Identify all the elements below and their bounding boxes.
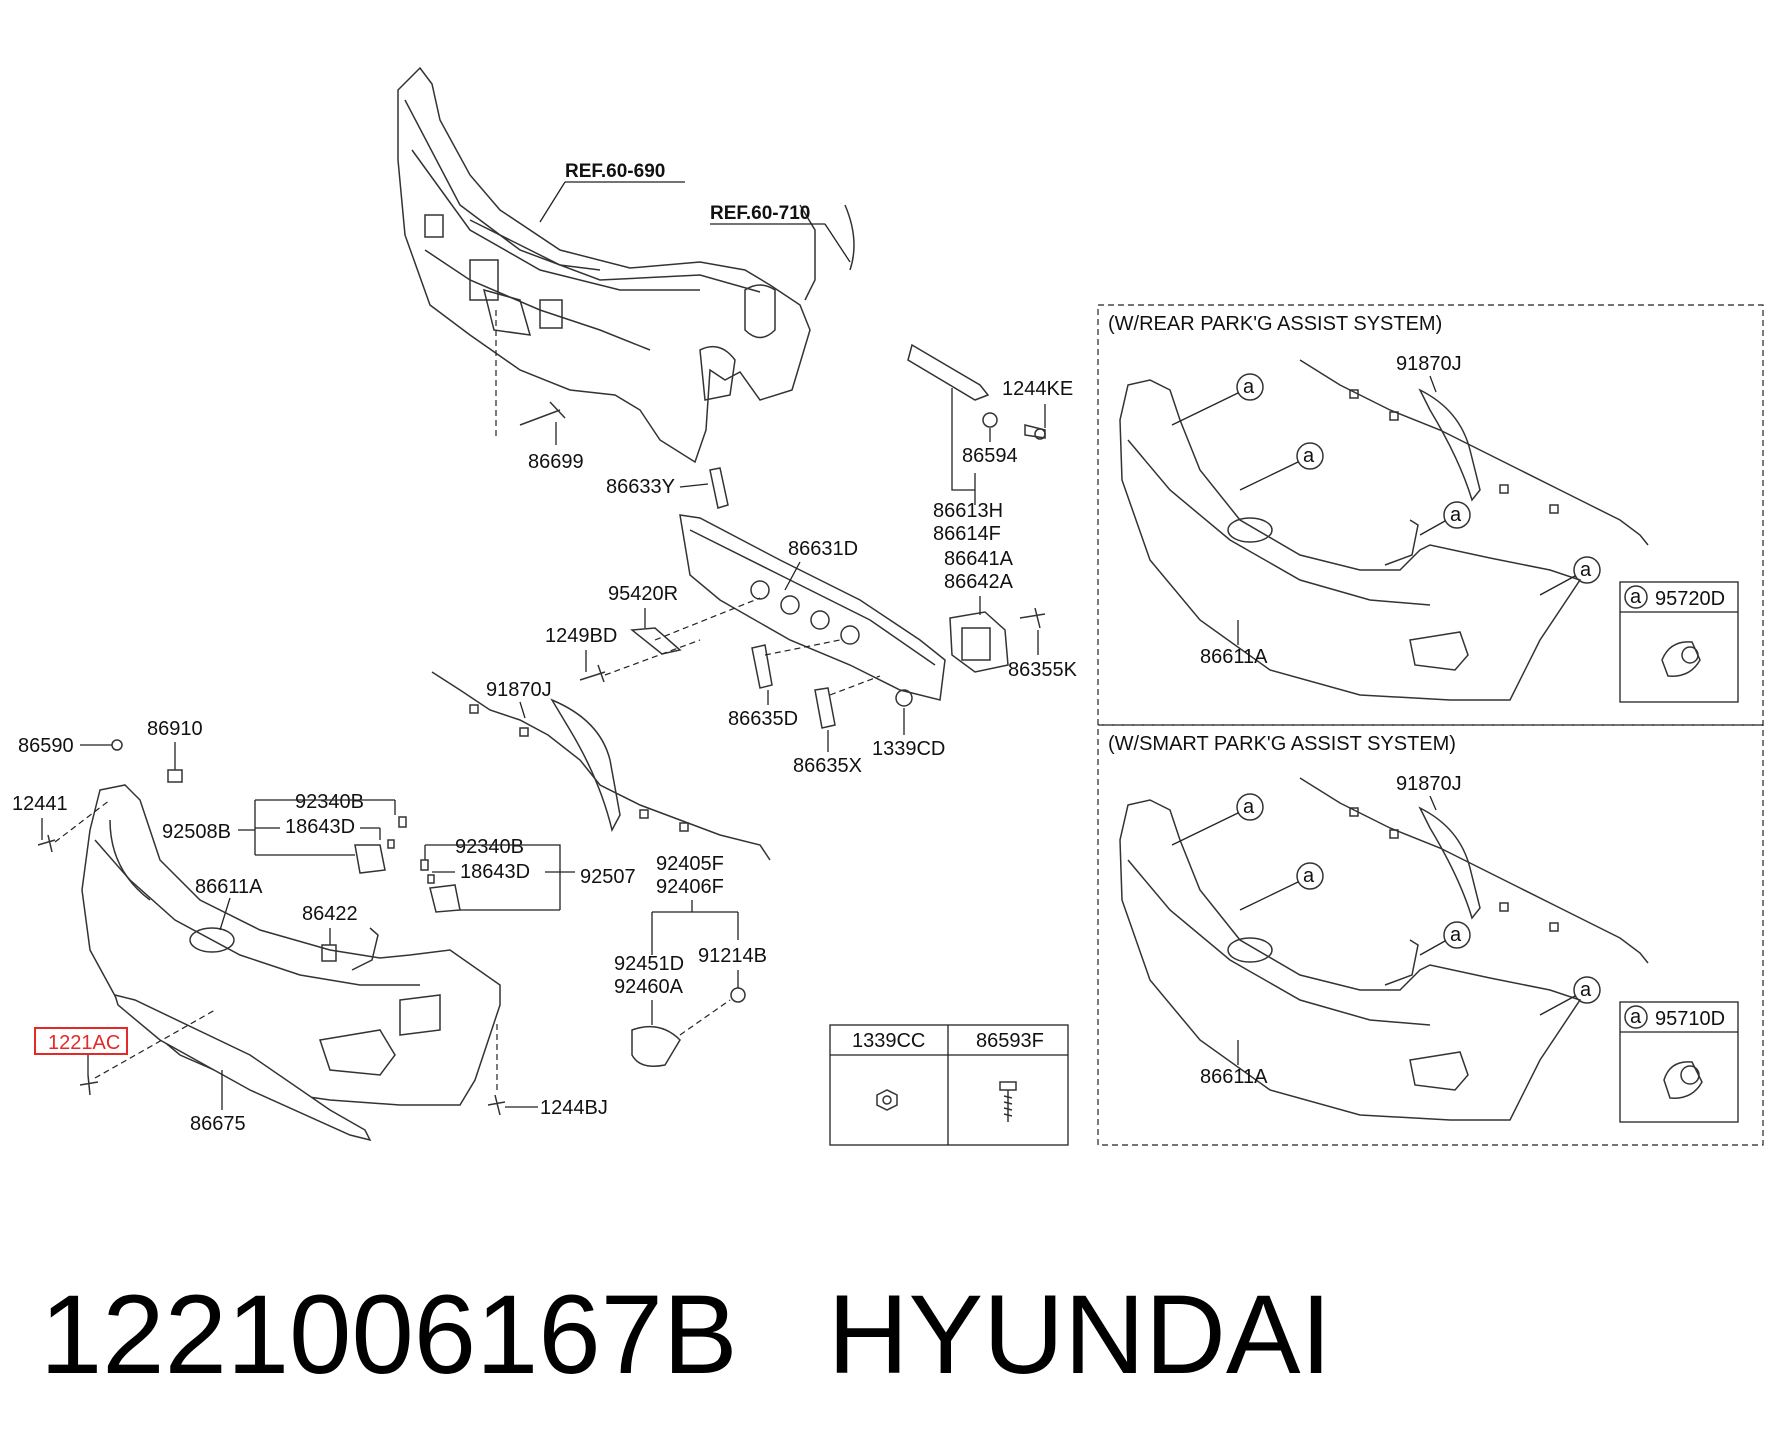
- label-86611A-rear: 86611A: [1200, 646, 1268, 668]
- label-91870J-smart: 91870J: [1396, 773, 1462, 795]
- ref-60-690-label: REF.60-690: [565, 161, 665, 182]
- label-1221AC[interactable]: 1221AC: [48, 1032, 120, 1054]
- label-86611A-main: 86611A: [195, 876, 263, 898]
- label-86631D: 86631D: [788, 538, 858, 560]
- label-86675: 86675: [190, 1113, 246, 1135]
- rear-bumper-smart-assist-drawing: [1119, 799, 1582, 1121]
- label-91214B: 91214B: [698, 945, 767, 967]
- label-86355K: 86355K: [1008, 659, 1078, 681]
- label-95720D: 95720D: [1655, 588, 1725, 610]
- label-86910: 86910: [147, 718, 203, 740]
- label-92340B-1: 92340B: [295, 791, 364, 813]
- label-95710D: 95710D: [1655, 1008, 1725, 1030]
- label-92460A: 92460A: [614, 976, 684, 998]
- callout-a: a: [1243, 376, 1255, 398]
- label-1244BJ: 1244BJ: [540, 1097, 608, 1119]
- callout-a: a: [1630, 1006, 1642, 1028]
- label-86590: 86590: [18, 735, 74, 757]
- brand-name: HYUNDAI: [827, 1272, 1332, 1397]
- caption: 1221006167B HYUNDAI: [40, 1270, 1332, 1400]
- label-18643D-1: 18643D: [285, 816, 355, 838]
- label-1339CD: 1339CD: [872, 738, 945, 760]
- label-1249BD: 1249BD: [545, 625, 617, 647]
- label-92340B-2: 92340B: [455, 836, 524, 858]
- label-86422: 86422: [302, 903, 358, 925]
- table-header-86593F: 86593F: [976, 1030, 1044, 1052]
- label-86635X: 86635X: [793, 755, 862, 777]
- label-92508B: 92508B: [162, 821, 231, 843]
- label-91870J-main: 91870J: [486, 679, 552, 701]
- callout-a: a: [1580, 979, 1592, 1001]
- lower-reinforcement-drawing: [113, 993, 372, 1142]
- label-86594: 86594: [962, 445, 1018, 467]
- callout-a: a: [1303, 445, 1315, 467]
- sensor-box-95720D: a 95720D: [1619, 581, 1739, 703]
- side-bracket-drawing: [949, 611, 1009, 673]
- part-number: 1221006167B: [40, 1272, 738, 1397]
- label-86611A-smart: 86611A: [1200, 1066, 1268, 1088]
- label-12441: 12441: [12, 793, 68, 815]
- rear-panel-drawing: [397, 66, 855, 464]
- callout-a: a: [1630, 586, 1642, 608]
- smart-harness-drawing: [1299, 777, 1649, 964]
- callout-a: a: [1303, 865, 1315, 887]
- rear-harness-drawing: [1299, 359, 1649, 546]
- ref-60-710-label: REF.60-710: [710, 203, 810, 224]
- label-92451D: 92451D: [614, 953, 684, 975]
- rear-callouts: a a a a: [1171, 373, 1601, 596]
- smart-park-assist-box: [1097, 724, 1764, 1146]
- label-92507: 92507: [580, 866, 636, 888]
- label-91870J-rear: 91870J: [1396, 353, 1462, 375]
- label-86641A: 86641A: [944, 548, 1014, 570]
- label-86699: 86699: [528, 451, 584, 473]
- wiring-harness-drawing: [431, 671, 771, 861]
- label-18643D-2: 18643D: [460, 861, 530, 883]
- highlight-box-1221AC: [34, 1027, 128, 1055]
- table-header-1339CC: 1339CC: [852, 1030, 925, 1052]
- label-86635D: 86635D: [728, 708, 798, 730]
- rear-bumper-rear-assist-drawing: [1119, 379, 1582, 701]
- callout-a: a: [1580, 559, 1592, 581]
- callout-a: a: [1450, 924, 1462, 946]
- impact-beam-drawing: [679, 514, 946, 701]
- callout-a: a: [1243, 796, 1255, 818]
- label-86614F: 86614F: [933, 523, 1001, 545]
- rear-park-assist-box: [1097, 304, 1764, 726]
- smart-park-assist-title: (W/SMART PARK'G ASSIST SYSTEM): [1108, 733, 1456, 755]
- label-86613H: 86613H: [933, 500, 1003, 522]
- sensor-box-95710D: a 95710D: [1619, 1001, 1739, 1123]
- fastener-table: 1339CC 86593F: [829, 1024, 1069, 1146]
- label-92405F: 92405F: [656, 853, 724, 875]
- mounting-bracket-drawing: [907, 343, 1046, 440]
- smart-callouts: a a a a: [1171, 793, 1601, 1016]
- label-95420R: 95420R: [608, 583, 678, 605]
- rear-park-assist-title: (W/REAR PARK'G ASSIST SYSTEM): [1108, 313, 1442, 335]
- label-86633Y: 86633Y: [606, 476, 675, 498]
- label-86642A: 86642A: [944, 571, 1014, 593]
- callout-a: a: [1450, 504, 1462, 526]
- label-92406F: 92406F: [656, 876, 724, 898]
- label-1244KE: 1244KE: [1002, 378, 1073, 400]
